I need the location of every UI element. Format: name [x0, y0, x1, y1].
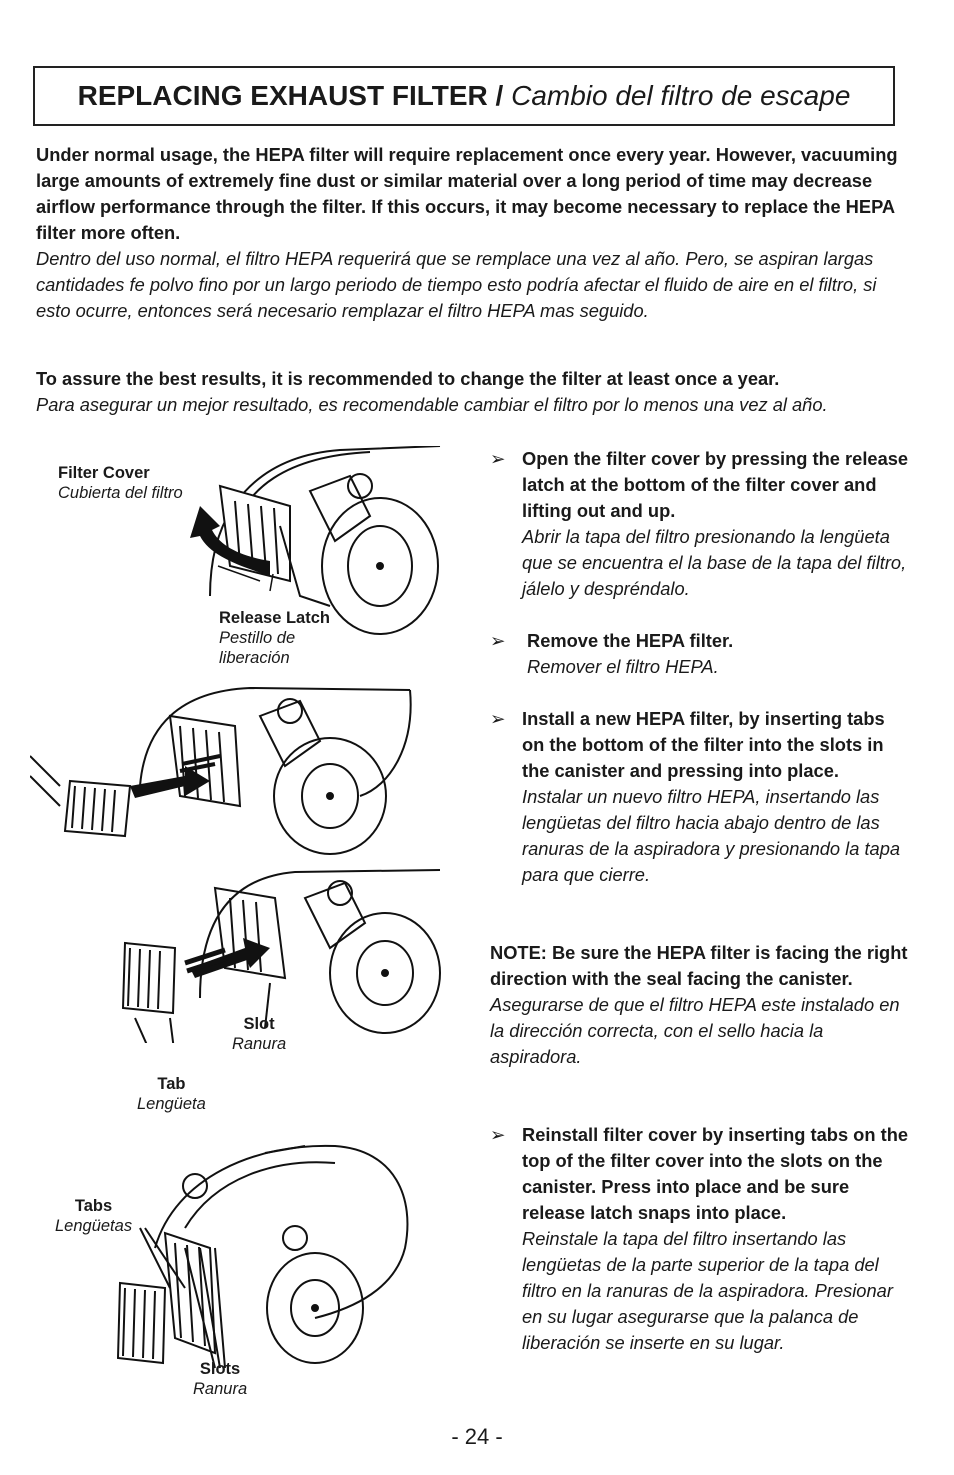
- step-es: Instalar un nuevo filtro HEPA, insertand…: [522, 786, 901, 885]
- bullet-arrow-icon: ➢: [490, 448, 506, 469]
- step-remove-filter: ➢ Remove the HEPA filter. Remover el fil…: [490, 628, 910, 680]
- vacuum-install-filter-illustration: [121, 869, 441, 1043]
- label-en: Tabs: [74, 1197, 113, 1215]
- label-filter-cover: Filter Cover Cubierta del filtro: [58, 463, 183, 503]
- bullet-arrow-icon: ➢: [490, 1124, 506, 1145]
- step-es: Remover el filtro HEPA.: [527, 656, 719, 677]
- step-es: Reinstale la tapa del filtro insertando …: [522, 1228, 893, 1353]
- label-en: Slots: [199, 1360, 241, 1378]
- title-box: REPLACING EXHAUST FILTER / Cambio del fi…: [33, 66, 895, 126]
- label-en: Slot: [243, 1015, 275, 1033]
- label-en: Filter Cover: [58, 464, 150, 482]
- step-reinstall-cover: ➢ Reinstall filter cover by inserting ta…: [490, 1122, 910, 1356]
- title-en: REPLACING EXHAUST FILTER /: [77, 80, 504, 111]
- label-en: Tab: [157, 1075, 186, 1093]
- note-paragraph: NOTE: Be sure the HEPA filter is facing …: [490, 940, 910, 1070]
- step-en: Remove the HEPA filter.: [527, 630, 734, 651]
- recommend-es: Para asegurar un mejor resultado, es rec…: [36, 394, 828, 415]
- note-es: Asegurarse de que el filtro HEPA este in…: [490, 994, 900, 1067]
- vacuum-reinstall-cover-illustration: [116, 1144, 409, 1369]
- label-es: Lengüetas: [55, 1217, 133, 1235]
- vacuum-open-filter-cover-illustration: [190, 446, 441, 635]
- label-es: Pestillo de liberación: [219, 629, 296, 667]
- recommend-en: To assure the best results, it is recomm…: [36, 368, 780, 389]
- label-slot: Slot Ranura: [232, 1014, 286, 1054]
- intro-en: Under normal usage, the HEPA filter will…: [36, 144, 898, 243]
- label-es: Lengüeta: [137, 1095, 206, 1113]
- step-en: Open the filter cover by pressing the re…: [522, 448, 909, 521]
- label-es: Ranura: [193, 1380, 248, 1398]
- note-en: NOTE: Be sure the HEPA filter is facing …: [490, 942, 908, 989]
- label-release-latch: Release Latch Pestillo de liberación: [219, 608, 330, 668]
- step-es: Abrir la tapa del filtro presionando la …: [522, 526, 907, 599]
- bullet-arrow-icon: ➢: [490, 630, 506, 651]
- intro-es: Dentro del uso normal, el filtro HEPA re…: [36, 248, 877, 321]
- intro-paragraph: Under normal usage, the HEPA filter will…: [36, 142, 906, 324]
- label-tabs: Tabs Lengüetas: [55, 1196, 132, 1236]
- label-tab: Tab Lengüeta: [137, 1074, 206, 1114]
- title-es: Cambio del filtro de escape: [511, 80, 851, 111]
- step-en: Install a new HEPA filter, by inserting …: [522, 708, 885, 781]
- step-open-cover: ➢ Open the filter cover by pressing the …: [490, 446, 910, 602]
- page-title: REPLACING EXHAUST FILTER / Cambio del fi…: [35, 80, 893, 112]
- bullet-arrow-icon: ➢: [490, 708, 506, 729]
- label-slots: Slots Ranura: [193, 1359, 247, 1399]
- page-number: - 24 -: [451, 1424, 503, 1449]
- label-es: Cubierta del filtro: [58, 484, 183, 502]
- step-en: Reinstall filter cover by inserting tabs…: [522, 1124, 909, 1223]
- label-en: Release Latch: [219, 609, 330, 627]
- step-install-filter: ➢ Install a new HEPA filter, by insertin…: [490, 706, 910, 888]
- vacuum-remove-filter-illustration: [30, 686, 412, 855]
- recommend-paragraph: To assure the best results, it is recomm…: [36, 366, 906, 418]
- label-es: Ranura: [232, 1035, 287, 1053]
